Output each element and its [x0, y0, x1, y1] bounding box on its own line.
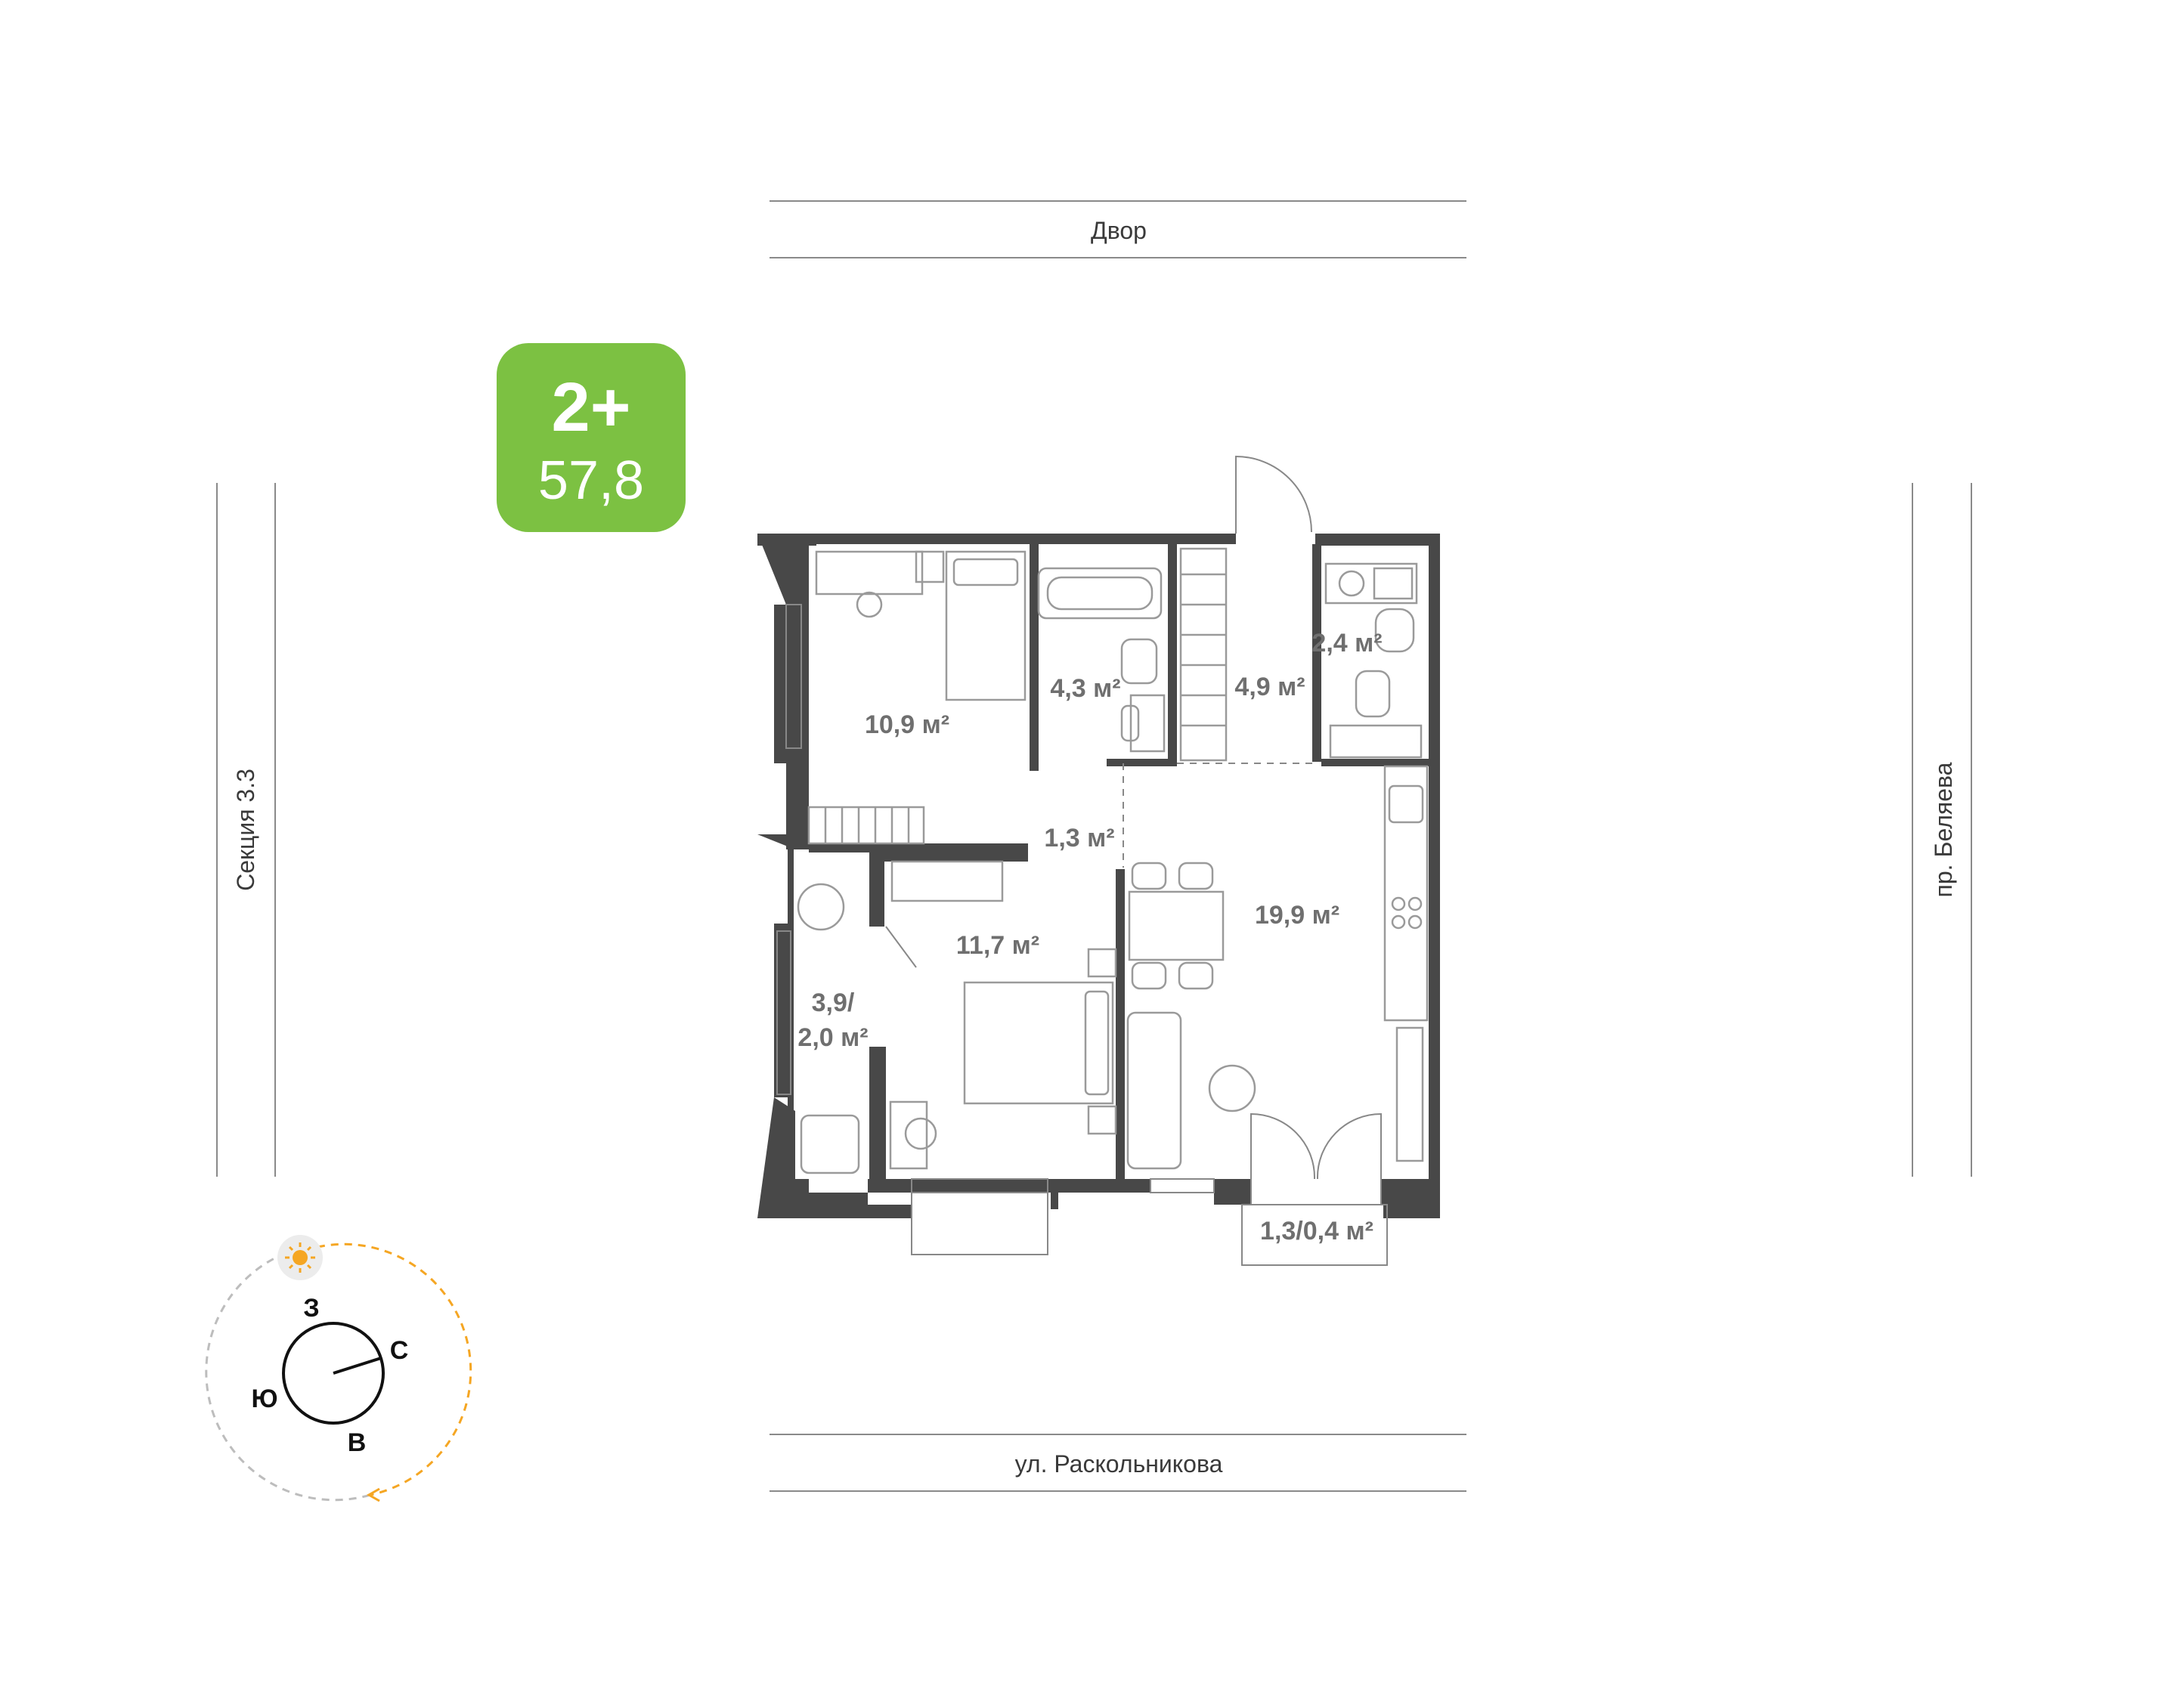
- furniture-hall-wardrobe: [1179, 547, 1228, 762]
- sun-path-arrow: [366, 1487, 380, 1502]
- balcony-door-right: [1316, 1112, 1382, 1205]
- apartment-badge: 2+ 57,8: [497, 343, 686, 532]
- furniture-bedroom-1: [807, 550, 1027, 845]
- wall-bath-bottom: [1107, 759, 1177, 766]
- wall-bedroom2-living: [1116, 869, 1125, 1179]
- outer-wall-top: [757, 534, 1236, 546]
- badge-area: 57,8: [538, 450, 644, 511]
- outer-wall-bottom-right: [1214, 1179, 1251, 1205]
- furniture-wc: [1324, 562, 1423, 759]
- floor-plan: 10,9 м² 4,3 м² 4,9 м² 2,4 м² 1,3 м² 19,9…: [757, 455, 1440, 1266]
- room-area-bathroom: 4,3 м²: [1050, 674, 1120, 703]
- compass-circle: [282, 1322, 385, 1425]
- badge-rooms: 2+: [552, 369, 631, 446]
- outer-wall-left-lower: [757, 834, 809, 1194]
- compass-south: Ю: [251, 1385, 277, 1413]
- room-area-loggia-line2: 2,0 м²: [797, 1023, 868, 1052]
- badge-background: [497, 343, 686, 532]
- outer-wall-left-bottom: [757, 1097, 912, 1218]
- outer-wall-top-right: [1315, 534, 1440, 546]
- sun-path-shadow: [205, 1247, 371, 1502]
- balcony-door-left: [1250, 1112, 1316, 1205]
- outer-wall-bottom-corner: [1051, 1179, 1058, 1209]
- window-loggia: [776, 930, 791, 1095]
- entrance-door: [1235, 455, 1312, 534]
- compass-widget: З С Ю В: [205, 1235, 472, 1502]
- room-area-hallway: 4,9 м²: [1234, 673, 1305, 701]
- wall-bedroom-bath: [1030, 544, 1039, 771]
- compass-east: В: [348, 1428, 367, 1457]
- outer-wall-right: [1383, 534, 1440, 1218]
- room-area-living-kitchen: 19,9 м²: [1255, 901, 1339, 930]
- surroundings: Двор ул. Раскольникова Секция 3.3 пр. Бе…: [216, 200, 1972, 1492]
- room-area-bedroom-1: 10,9 м²: [865, 710, 949, 739]
- compass-north: С: [390, 1336, 409, 1365]
- window-bedroom-1: [785, 604, 802, 749]
- window-living: [1150, 1178, 1215, 1193]
- room-area-wc: 2,4 м²: [1311, 629, 1382, 658]
- wall-loggia-bottom: [869, 1047, 886, 1179]
- room-area-balcony: 1,3/0,4 м²: [1260, 1217, 1373, 1245]
- wall-bedroom1-bottom: [809, 843, 1028, 852]
- street-label-top: Двор: [1091, 217, 1147, 244]
- compass-needle: [333, 1357, 382, 1375]
- compass-west: З: [303, 1294, 319, 1323]
- wall-hall-wc: [1312, 544, 1321, 762]
- sun-icon: [285, 1242, 315, 1273]
- wall-bedroom2-top: [884, 852, 1028, 862]
- outer-wall-bottom-mid: [1051, 1179, 1150, 1193]
- outer-wall-bottom-right2: [1381, 1179, 1429, 1205]
- loggia-door: [885, 926, 917, 968]
- wall-wc-bottom: [1321, 759, 1429, 766]
- wall-bath-hall: [1168, 544, 1177, 763]
- room-area-corridor: 1,3 м²: [1044, 824, 1114, 852]
- balcony-outline: [1241, 1204, 1388, 1266]
- outer-wall-bottom: [868, 1179, 1051, 1193]
- room-area-loggia-line1: 3,9/: [812, 989, 855, 1017]
- street-label-right: пр. Беляева: [1930, 762, 1957, 897]
- street-label-left: Секция 3.3: [232, 769, 259, 891]
- street-label-bottom: ул. Раскольникова: [1015, 1450, 1223, 1477]
- wall-loggia-top: [869, 852, 884, 927]
- furniture-bedroom-2: [889, 860, 1117, 1170]
- furniture-loggia: [797, 883, 860, 1174]
- room-area-bedroom-2: 11,7 м²: [956, 931, 1039, 960]
- sun-path: [317, 1242, 472, 1496]
- bay-outline: [911, 1192, 1048, 1255]
- furniture-kitchen: [1383, 765, 1429, 1162]
- furniture-living: [1126, 862, 1256, 1170]
- outer-wall-left-upper: [757, 534, 809, 849]
- furniture-bathroom: [1037, 567, 1166, 753]
